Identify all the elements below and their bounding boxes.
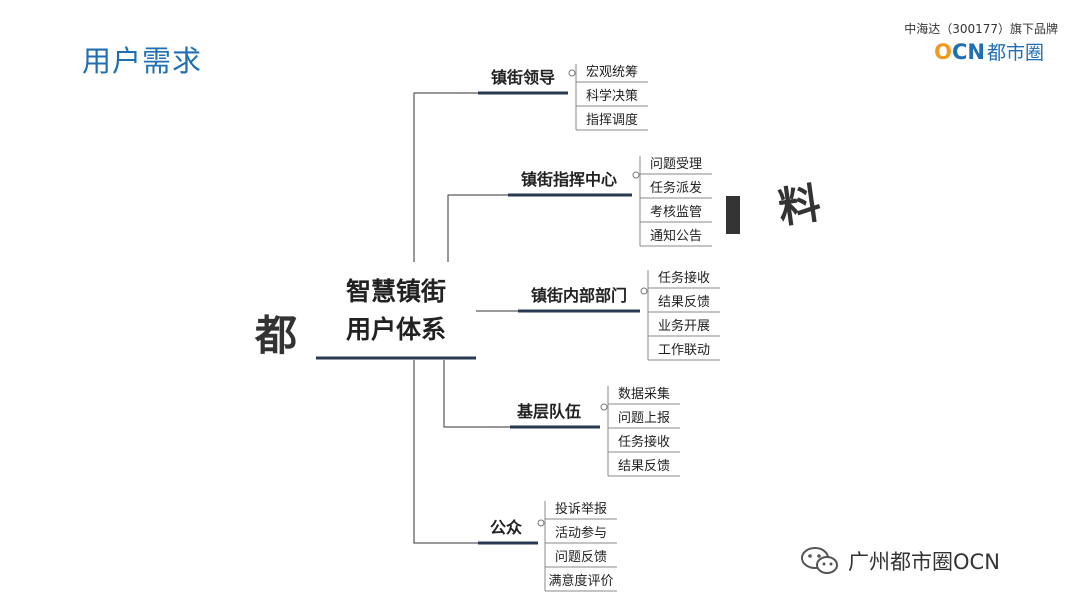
leaf-item: 数据采集 <box>618 386 670 402</box>
leaf-item: 任务派发 <box>650 180 702 196</box>
leaf-item: 业务开展 <box>658 318 710 334</box>
root-node-line1: 智慧镇街 <box>346 277 446 306</box>
branch-collapse-icon <box>568 69 576 77</box>
branch-label: 基层队伍 <box>516 402 581 421</box>
branch-collapse-icon <box>632 171 640 179</box>
leaf-item: 投诉举报 <box>555 501 607 517</box>
root-node-line2: 用户体系 <box>346 315 446 344</box>
branch-collapse-icon <box>537 519 545 527</box>
leaf-item: 满意度评价 <box>548 573 613 589</box>
leaf-item: 活动参与 <box>555 525 607 541</box>
leaf-item: 问题受理 <box>650 157 702 172</box>
branch-label: 公众 <box>490 518 523 537</box>
leaf-item: 问题上报 <box>618 411 670 426</box>
watermark-left: 都 <box>255 311 298 360</box>
branch-connector <box>447 194 508 262</box>
leaf-item: 任务接收 <box>618 434 670 450</box>
watermark-fragment <box>726 196 740 234</box>
branch-connector <box>443 360 510 428</box>
branch-label: 镇街指挥中心 <box>521 170 617 189</box>
leaf-item: 结果反馈 <box>658 295 710 310</box>
leaf-item: 问题反馈 <box>555 550 607 565</box>
branch-label: 镇街领导 <box>491 68 555 87</box>
wechat-account-name: 广州都市圈OCN <box>848 550 1000 574</box>
slide-title: 用户需求 <box>82 44 203 78</box>
leaf-item: 任务接收 <box>658 270 710 286</box>
brand-logo-name: 都市圈 <box>986 42 1044 64</box>
branch-label: 镇街内部部门 <box>531 286 627 305</box>
leaf-item: 指挥调度 <box>586 112 638 128</box>
leaf-item: 考核监管 <box>650 205 702 220</box>
wechat-account: 广州都市圈OCN <box>800 546 1000 576</box>
branch-collapse-icon <box>600 403 608 411</box>
leaf-item: 科学决策 <box>586 88 638 104</box>
leaf-item: 结果反馈 <box>618 459 670 474</box>
branch-connector <box>413 360 478 544</box>
brand-logo-cn: CN <box>951 40 985 64</box>
branch-collapse-icon <box>640 287 648 295</box>
leaf-item: 宏观统筹 <box>586 64 638 80</box>
brand-tagline: 中海达（300177）旗下品牌 <box>904 22 1058 36</box>
watermark-right: 料 <box>775 178 824 233</box>
branch-connector <box>413 92 478 262</box>
wechat-icon <box>801 547 838 574</box>
leaf-item: 工作联动 <box>658 343 710 358</box>
leaf-item: 通知公告 <box>650 228 702 244</box>
brand-logo-o: O <box>934 40 952 64</box>
